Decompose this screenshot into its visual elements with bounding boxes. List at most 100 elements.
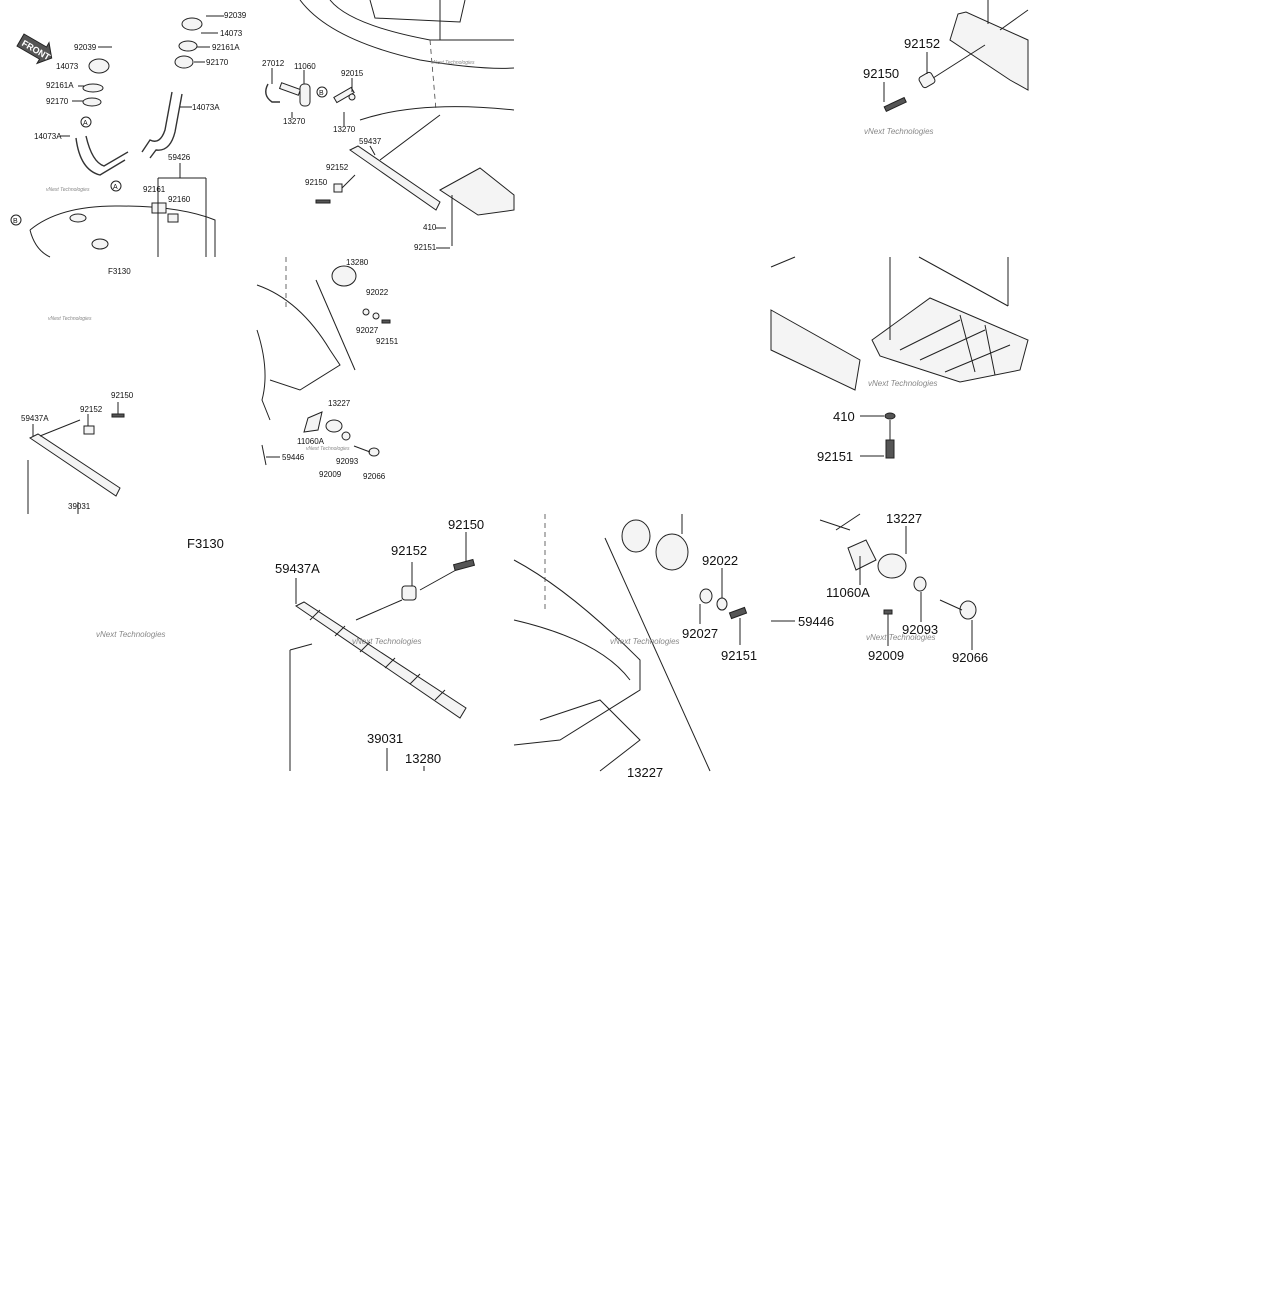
label-92093-t5: 92093 bbox=[336, 457, 359, 466]
tile-drain-plug-large: 13227 11060A 59446 92093 92009 92066 vNe… bbox=[771, 511, 988, 665]
label-92161a-b: 92161A bbox=[46, 81, 74, 90]
label-92027-t9: 92027 bbox=[682, 626, 718, 641]
deck-body bbox=[256, 284, 341, 391]
front-arrow-badge: FRONT bbox=[16, 33, 52, 65]
hull-deck-line bbox=[299, 0, 515, 69]
rail-large bbox=[770, 309, 861, 391]
label-13270-a: 13270 bbox=[283, 117, 306, 126]
label-92066-t5: 92066 bbox=[363, 472, 386, 481]
plug-92066 bbox=[368, 447, 380, 457]
label-92152: 92152 bbox=[326, 163, 349, 172]
ring-upper bbox=[178, 40, 198, 52]
rear-deck-body bbox=[513, 559, 641, 746]
tile-rear-vent-large: 92022 92027 92151 13227 vNext Technologi… bbox=[513, 514, 757, 780]
step-plate-large bbox=[871, 297, 1029, 383]
washer-92022 bbox=[716, 597, 728, 611]
bracket-13270-a bbox=[278, 82, 302, 96]
label-410-t6: 410 bbox=[833, 409, 855, 424]
bolt-92151 bbox=[885, 439, 895, 459]
watermark-2: vNext Technologies bbox=[431, 60, 475, 66]
label-14073a-b: 14073A bbox=[34, 132, 62, 141]
label-92022-t5: 92022 bbox=[366, 288, 389, 297]
label-13227-t9: 13227 bbox=[627, 765, 663, 780]
callout-a-1: A bbox=[83, 120, 88, 127]
flange-13280-large bbox=[621, 519, 651, 553]
label-92161: 92161 bbox=[143, 185, 166, 194]
label-92150: 92150 bbox=[305, 178, 328, 187]
figure-code-1: F3130 bbox=[108, 267, 131, 276]
label-92039-a: 92039 bbox=[224, 11, 247, 20]
label-92151: 92151 bbox=[414, 243, 437, 252]
clamp-upper bbox=[174, 55, 194, 69]
vent-cap-upper bbox=[181, 17, 203, 31]
tile-figure-code: F3130 vNext Technologies bbox=[96, 536, 224, 639]
hull-outline bbox=[29, 205, 216, 257]
screw-92009 bbox=[883, 609, 893, 615]
label-92015: 92015 bbox=[341, 69, 364, 78]
label-92150-large: 92150 bbox=[863, 66, 899, 81]
rail-end bbox=[949, 11, 1029, 91]
washer-410 bbox=[884, 412, 896, 420]
bolt-92150 bbox=[315, 199, 331, 204]
label-39031-t8: 39031 bbox=[367, 731, 403, 746]
label-92151-t9: 92151 bbox=[721, 648, 757, 663]
label-92152-t8: 92152 bbox=[391, 543, 427, 558]
tile-step-plate-large: 410 92151 vNext Technologies bbox=[770, 256, 1029, 464]
callout-b-2: B bbox=[319, 90, 324, 97]
watermark-6: vNext Technologies bbox=[868, 379, 938, 388]
watermark-9: vNext Technologies bbox=[610, 637, 680, 646]
label-92151-t5: 92151 bbox=[376, 337, 399, 346]
label-11060: 11060 bbox=[294, 62, 316, 71]
tile-deck-hull: B 27012 11060 92015 13270 13270 59437 92… bbox=[262, 0, 515, 252]
watermark-7: vNext Technologies bbox=[96, 630, 166, 639]
label-92039-b: 92039 bbox=[74, 43, 97, 52]
label-14073-a: 14073 bbox=[220, 29, 243, 38]
housing-13227-large bbox=[877, 553, 907, 579]
vent-cap-left bbox=[88, 58, 110, 74]
label-13227-t10: 13227 bbox=[886, 511, 922, 526]
callout-b: B bbox=[13, 218, 18, 225]
label-27012: 27012 bbox=[262, 59, 285, 68]
collar-92152-t8 bbox=[401, 585, 417, 601]
watermark-5: vNext Technologies bbox=[306, 446, 350, 452]
label-92160: 92160 bbox=[168, 195, 191, 204]
gasket-11060a-large bbox=[847, 539, 877, 571]
bushing-11060 bbox=[299, 83, 311, 107]
label-92009-t10: 92009 bbox=[868, 648, 904, 663]
label-410: 410 bbox=[423, 223, 437, 232]
label-92009-t5: 92009 bbox=[319, 470, 342, 479]
label-14073a-a: 14073A bbox=[192, 103, 220, 112]
tile-bolt-closeup: 92152 92150 vNext Technologies bbox=[863, 0, 1029, 136]
watermark-8: vNext Technologies bbox=[352, 637, 422, 646]
label-92150-t8: 92150 bbox=[448, 517, 484, 532]
washer-92093 bbox=[913, 576, 927, 592]
flange-13280 bbox=[331, 265, 357, 287]
label-59437: 59437 bbox=[359, 137, 382, 146]
bumper-rail-59437a-large bbox=[295, 601, 467, 719]
figure-code-2: F3130 bbox=[187, 536, 224, 551]
label-92170-a: 92170 bbox=[206, 58, 229, 67]
label-11060a-t5: 11060A bbox=[297, 437, 325, 446]
hose-right bbox=[141, 91, 173, 153]
watermark-4: vNext Technologies bbox=[48, 316, 92, 322]
label-39031-t4: 39031 bbox=[68, 502, 91, 511]
label-92150-t4: 92150 bbox=[111, 391, 134, 400]
label-92170-b: 92170 bbox=[46, 97, 69, 106]
watermark-10: vNext Technologies bbox=[866, 633, 936, 642]
label-92152-t4: 92152 bbox=[80, 405, 103, 414]
watermark-1: vNext Technologies bbox=[46, 187, 90, 193]
watermark-3: vNext Technologies bbox=[864, 127, 934, 136]
label-92161a-a: 92161A bbox=[212, 43, 240, 52]
label-59446-t10: 59446 bbox=[798, 614, 834, 629]
tile-intake-hoses: FRONT 92039 92039 14073 14073 92161A 921… bbox=[10, 11, 247, 276]
label-13270-b: 13270 bbox=[333, 125, 356, 134]
spacer-92027 bbox=[699, 588, 713, 604]
bumper-rail-59437a bbox=[29, 433, 121, 497]
housing-13227 bbox=[325, 419, 343, 433]
collar-92152 bbox=[333, 183, 343, 193]
bracket-13270-b bbox=[333, 86, 355, 104]
clip-27012 bbox=[265, 83, 280, 103]
plug-92066-large bbox=[959, 600, 977, 620]
step-plate bbox=[439, 167, 515, 216]
